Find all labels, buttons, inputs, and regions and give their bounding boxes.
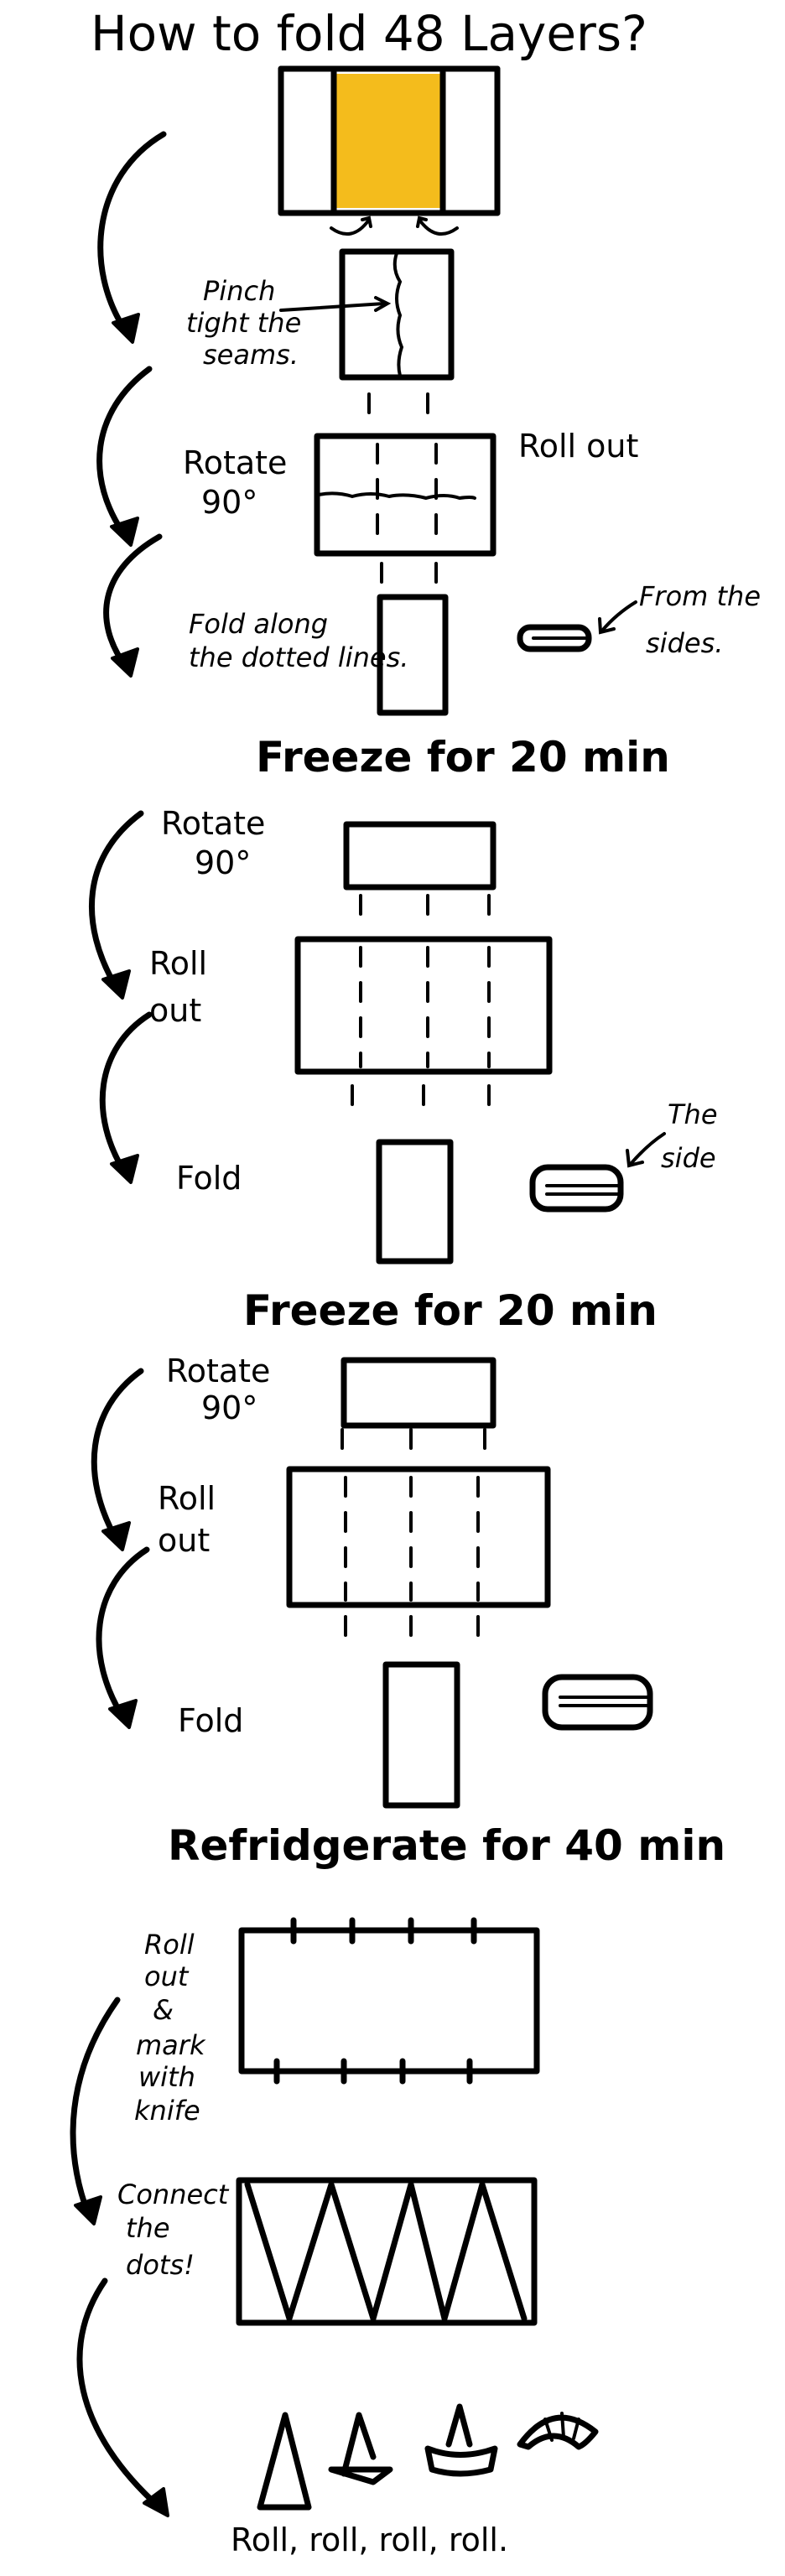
curved-arrow-7-icon — [96, 1546, 150, 1722]
rolled-block-2 — [294, 936, 553, 1075]
butter-block — [334, 74, 443, 208]
folded-block-1 — [377, 594, 449, 716]
rotated-block-2 — [343, 821, 496, 891]
marked-dough — [238, 1917, 540, 2085]
curved-arrow-3-icon — [103, 533, 163, 670]
curved-arrow-5-icon — [99, 1011, 153, 1177]
roll-stage-1 — [257, 2412, 312, 2511]
mark-with-knife-note: Roll out & mark with knife — [134, 1929, 214, 2127]
side-view-icon-3 — [542, 1674, 653, 1731]
folded-block-3 — [382, 1661, 460, 1809]
fold-note-1: Fold along the dotted lines. — [189, 608, 408, 673]
pinched-block — [339, 248, 455, 381]
roll-stage-2 — [328, 2412, 393, 2485]
freeze-heading-2: Freeze for 20 min — [243, 1286, 658, 1335]
the-side-note: The side — [661, 1098, 726, 1174]
rotated-block — [314, 433, 496, 557]
roll-stage-3 — [424, 2403, 498, 2477]
page-title: How to fold 48 Layers? — [91, 5, 647, 62]
curved-arrow-1-icon — [97, 131, 167, 335]
roll-out-note-1: Roll out — [518, 428, 638, 465]
rotate-note-3: Rotate 90° — [166, 1353, 281, 1426]
pinch-note: Pinch tight the seams. — [186, 275, 309, 371]
folded-block-2 — [376, 1139, 454, 1265]
refrigerate-heading: Refridgerate for 40 min — [168, 1821, 725, 1870]
rotate-note-2: Rotate 90° — [161, 805, 276, 881]
freeze-heading-1: Freeze for 20 min — [256, 733, 670, 782]
connect-the-dots-note: Connect the dots! — [117, 2179, 237, 2281]
dough-with-butter — [278, 65, 501, 216]
side-view-icon-2 — [529, 1164, 624, 1213]
fold-arrow-right-icon — [418, 218, 459, 236]
fold-note-3: Fold — [178, 1702, 243, 1739]
fold-note-2: Fold — [176, 1160, 242, 1197]
curved-arrow-9-icon — [76, 2277, 163, 2511]
rotated-block-3 — [341, 1357, 496, 1429]
curved-arrow-6-icon — [91, 1368, 144, 1545]
from-the-sides-note: From the sides. — [639, 580, 769, 659]
curved-arrow-8-icon — [70, 1997, 121, 2217]
rolled-block-3 — [286, 1466, 551, 1608]
roll-out-note-3: Roll out — [158, 1480, 226, 1559]
curved-arrow-4-icon — [88, 810, 144, 993]
side-view-icon-1 — [517, 624, 592, 652]
final-caption: Roll, roll, roll, roll. — [231, 2521, 508, 2558]
triangle-cuts — [236, 2177, 538, 2326]
roll-stage-4-croissant — [517, 2412, 599, 2450]
rotate-note-1: Rotate 90° — [183, 444, 298, 521]
roll-out-note-2: Roll out — [149, 945, 217, 1029]
fold-arrow-left-icon — [330, 218, 371, 236]
curved-arrow-2-icon — [96, 366, 153, 540]
